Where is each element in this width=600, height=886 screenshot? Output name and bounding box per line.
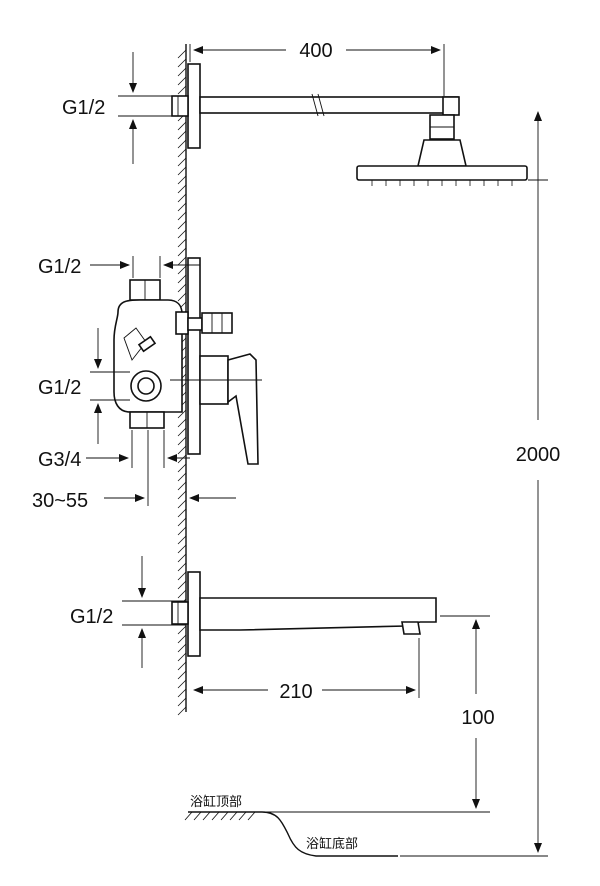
lever-handle xyxy=(170,353,262,465)
dim-100-label: 100 xyxy=(461,707,494,729)
arm-wall-plate xyxy=(187,63,201,149)
tub-spout xyxy=(171,597,437,635)
dim-400-label: 400 xyxy=(299,40,332,62)
dim-spout-height: 100 xyxy=(440,615,495,809)
valve-mid-thread-label: G1/2 xyxy=(38,377,81,399)
dim-top-width: 400 xyxy=(189,40,445,96)
dim-arm-thread: G1/2 xyxy=(62,52,186,164)
bath-bottom-label: 浴缸底部 xyxy=(306,836,358,852)
valve-wall-plate xyxy=(187,257,201,455)
valve-low-thread-label: G3/4 xyxy=(38,449,81,471)
dim-2000-label: 2000 xyxy=(516,444,561,466)
dim-wall-range: 30~55 xyxy=(32,430,236,512)
bathtub-profile: 浴缸顶部 浴缸底部 xyxy=(184,794,490,857)
dim-valve-low-thread: G3/4 xyxy=(38,430,190,471)
dim-spout-length: 210 xyxy=(193,638,420,703)
dim-210-label: 210 xyxy=(279,681,312,703)
mixing-valve xyxy=(113,279,233,429)
bath-top-label: 浴缸顶部 xyxy=(190,794,242,810)
shower-arm xyxy=(171,93,460,117)
dim-overall-height: 2000 xyxy=(400,111,561,857)
arm-thread-label: G1/2 xyxy=(62,97,105,119)
dim-valve-mid-thread: G1/2 xyxy=(38,328,130,444)
spout-thread-label: G1/2 xyxy=(70,606,113,628)
shower-head xyxy=(356,114,528,186)
wall-range-label: 30~55 xyxy=(32,490,88,512)
spout-wall-plate xyxy=(187,571,201,657)
valve-top-thread-label: G1/2 xyxy=(38,256,81,278)
dim-valve-top-thread: G1/2 xyxy=(38,256,200,278)
dim-spout-thread: G1/2 xyxy=(70,556,186,668)
